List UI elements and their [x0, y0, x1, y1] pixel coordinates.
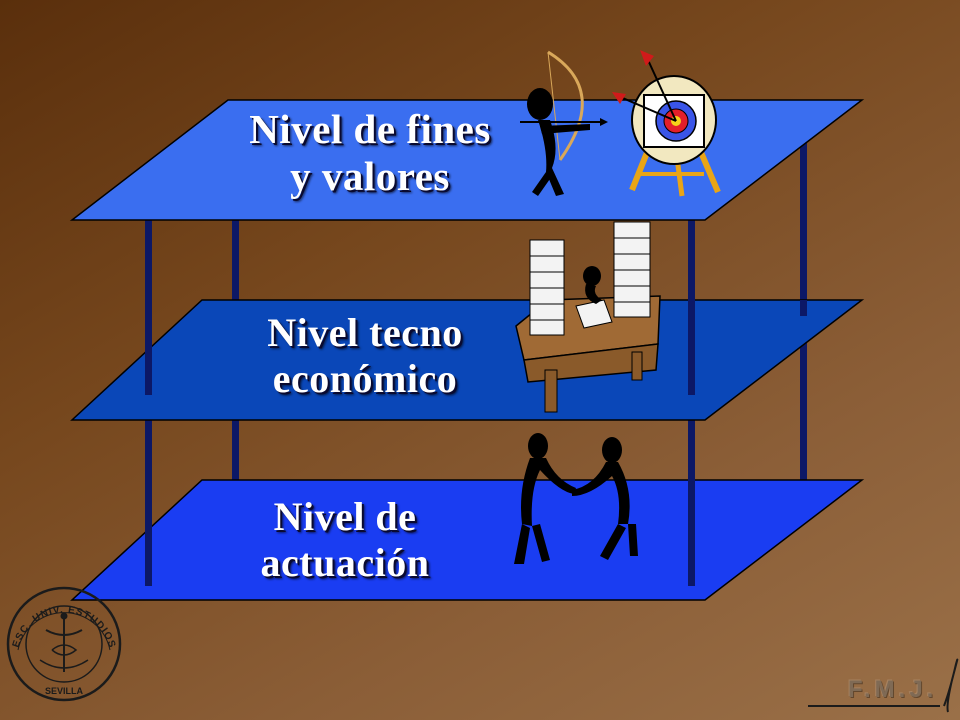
signature-initials: F.M.J.: [848, 676, 938, 703]
level-label-line: económico: [272, 356, 458, 401]
signature-flourish: [808, 658, 959, 713]
level-label-tecno: Nivel tecno económico: [200, 310, 530, 402]
target-icon: [612, 50, 721, 197]
level-label-line: Nivel de: [273, 494, 417, 539]
seal-ring-text: ESC. UNIV. ESTUDIOS EMPRESARIALES: [0, 0, 117, 650]
level-label-fines: Nivel de fines y valores: [200, 106, 540, 200]
level-label-line: actuación: [260, 540, 430, 585]
bottom-plane: [70, 479, 865, 601]
handshake-figures: [514, 433, 638, 564]
archer-figure: [520, 50, 608, 196]
level-label-line: Nivel tecno: [267, 310, 463, 355]
seal-city: SEVILLA: [45, 686, 84, 696]
level-label-line: Nivel de fines: [249, 106, 491, 152]
level-label-actuacion: Nivel de actuación: [180, 494, 510, 586]
level-label-line: y valores: [290, 153, 450, 200]
svg-text:ESC. UNIV. ESTUDIOS EMPRESARIA: ESC. UNIV. ESTUDIOS EMPRESARIALES: [0, 0, 118, 650]
desk-with-papers: [515, 221, 661, 413]
